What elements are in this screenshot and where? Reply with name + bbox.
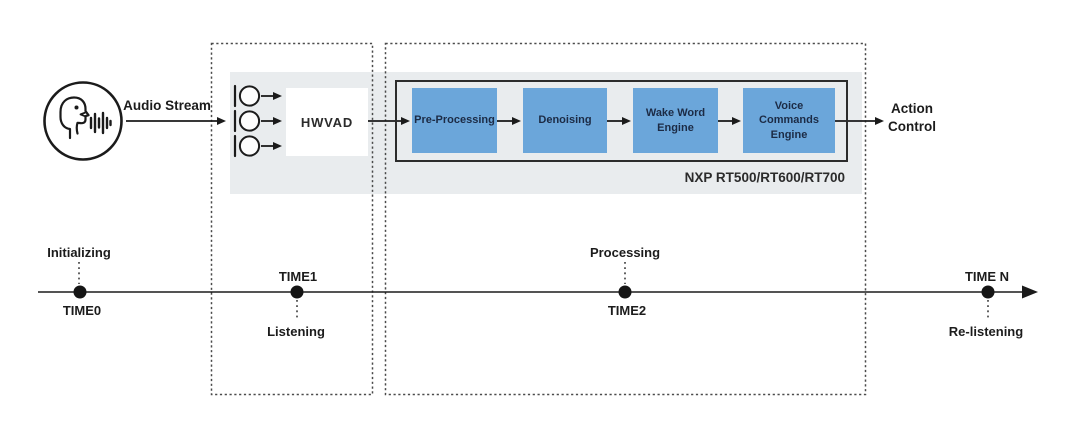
head-profile-icon	[59, 96, 90, 140]
engine-label: Denoising	[538, 114, 592, 127]
timeline-label-timen: TIME N	[964, 269, 1010, 284]
timeline-dot-time0	[73, 285, 87, 299]
nxp-chip-box	[395, 80, 848, 162]
timeline-dot-time2	[618, 285, 632, 299]
sound-wave-icon	[89, 111, 112, 135]
engine-label: Wake Word Engine	[645, 107, 706, 134]
timeline-label-initializing: Initializing	[47, 245, 111, 260]
timeline-label-relistening: Re-listening	[948, 324, 1024, 339]
timeline	[38, 262, 1038, 320]
timeline-label-processing: Processing	[589, 245, 661, 260]
microphone-icon	[233, 109, 282, 133]
eye-dot	[74, 105, 79, 110]
timeline-arrowhead-icon	[1022, 285, 1038, 299]
nxp-chip-label: NXP RT500/RT600/RT700	[684, 170, 845, 185]
timeline-label-listening: Listening	[267, 324, 325, 339]
timeline-dotted-connectors	[78, 262, 989, 320]
vad-stage-dashed-box	[210, 42, 374, 396]
engine-box-pre-processing: Pre-Processing	[412, 88, 497, 153]
engine-box-voice-commands: Voice Commands Engine	[743, 88, 835, 153]
microphone-array	[233, 84, 282, 158]
engine-box-denoising: Denoising	[523, 88, 607, 153]
hwvad-box: HWVAD	[286, 88, 368, 156]
mouth-icon	[79, 111, 86, 118]
timeline-dot-time1	[290, 285, 304, 299]
hwvad-label: HWVAD	[300, 114, 354, 130]
action-control-label: Action Control	[888, 101, 936, 134]
engine-label: Voice Commands Engine	[759, 100, 819, 141]
audio-stream-label: Audio Stream	[123, 98, 211, 113]
timeline-dot-timen	[981, 285, 995, 299]
engine-box-wake-word: Wake Word Engine	[633, 88, 718, 153]
speaker-circle-outline	[43, 81, 123, 161]
engine-label: Pre-Processing	[414, 114, 495, 127]
timeline-label-time0: TIME0	[62, 303, 102, 318]
microphone-icon	[233, 84, 282, 108]
speaking-person-icon	[43, 81, 123, 161]
microphone-icon	[233, 134, 282, 158]
processing-stage-dashed-box	[384, 42, 867, 396]
timeline-label-time1: TIME1	[278, 269, 318, 284]
timeline-label-time2: TIME2	[607, 303, 647, 318]
